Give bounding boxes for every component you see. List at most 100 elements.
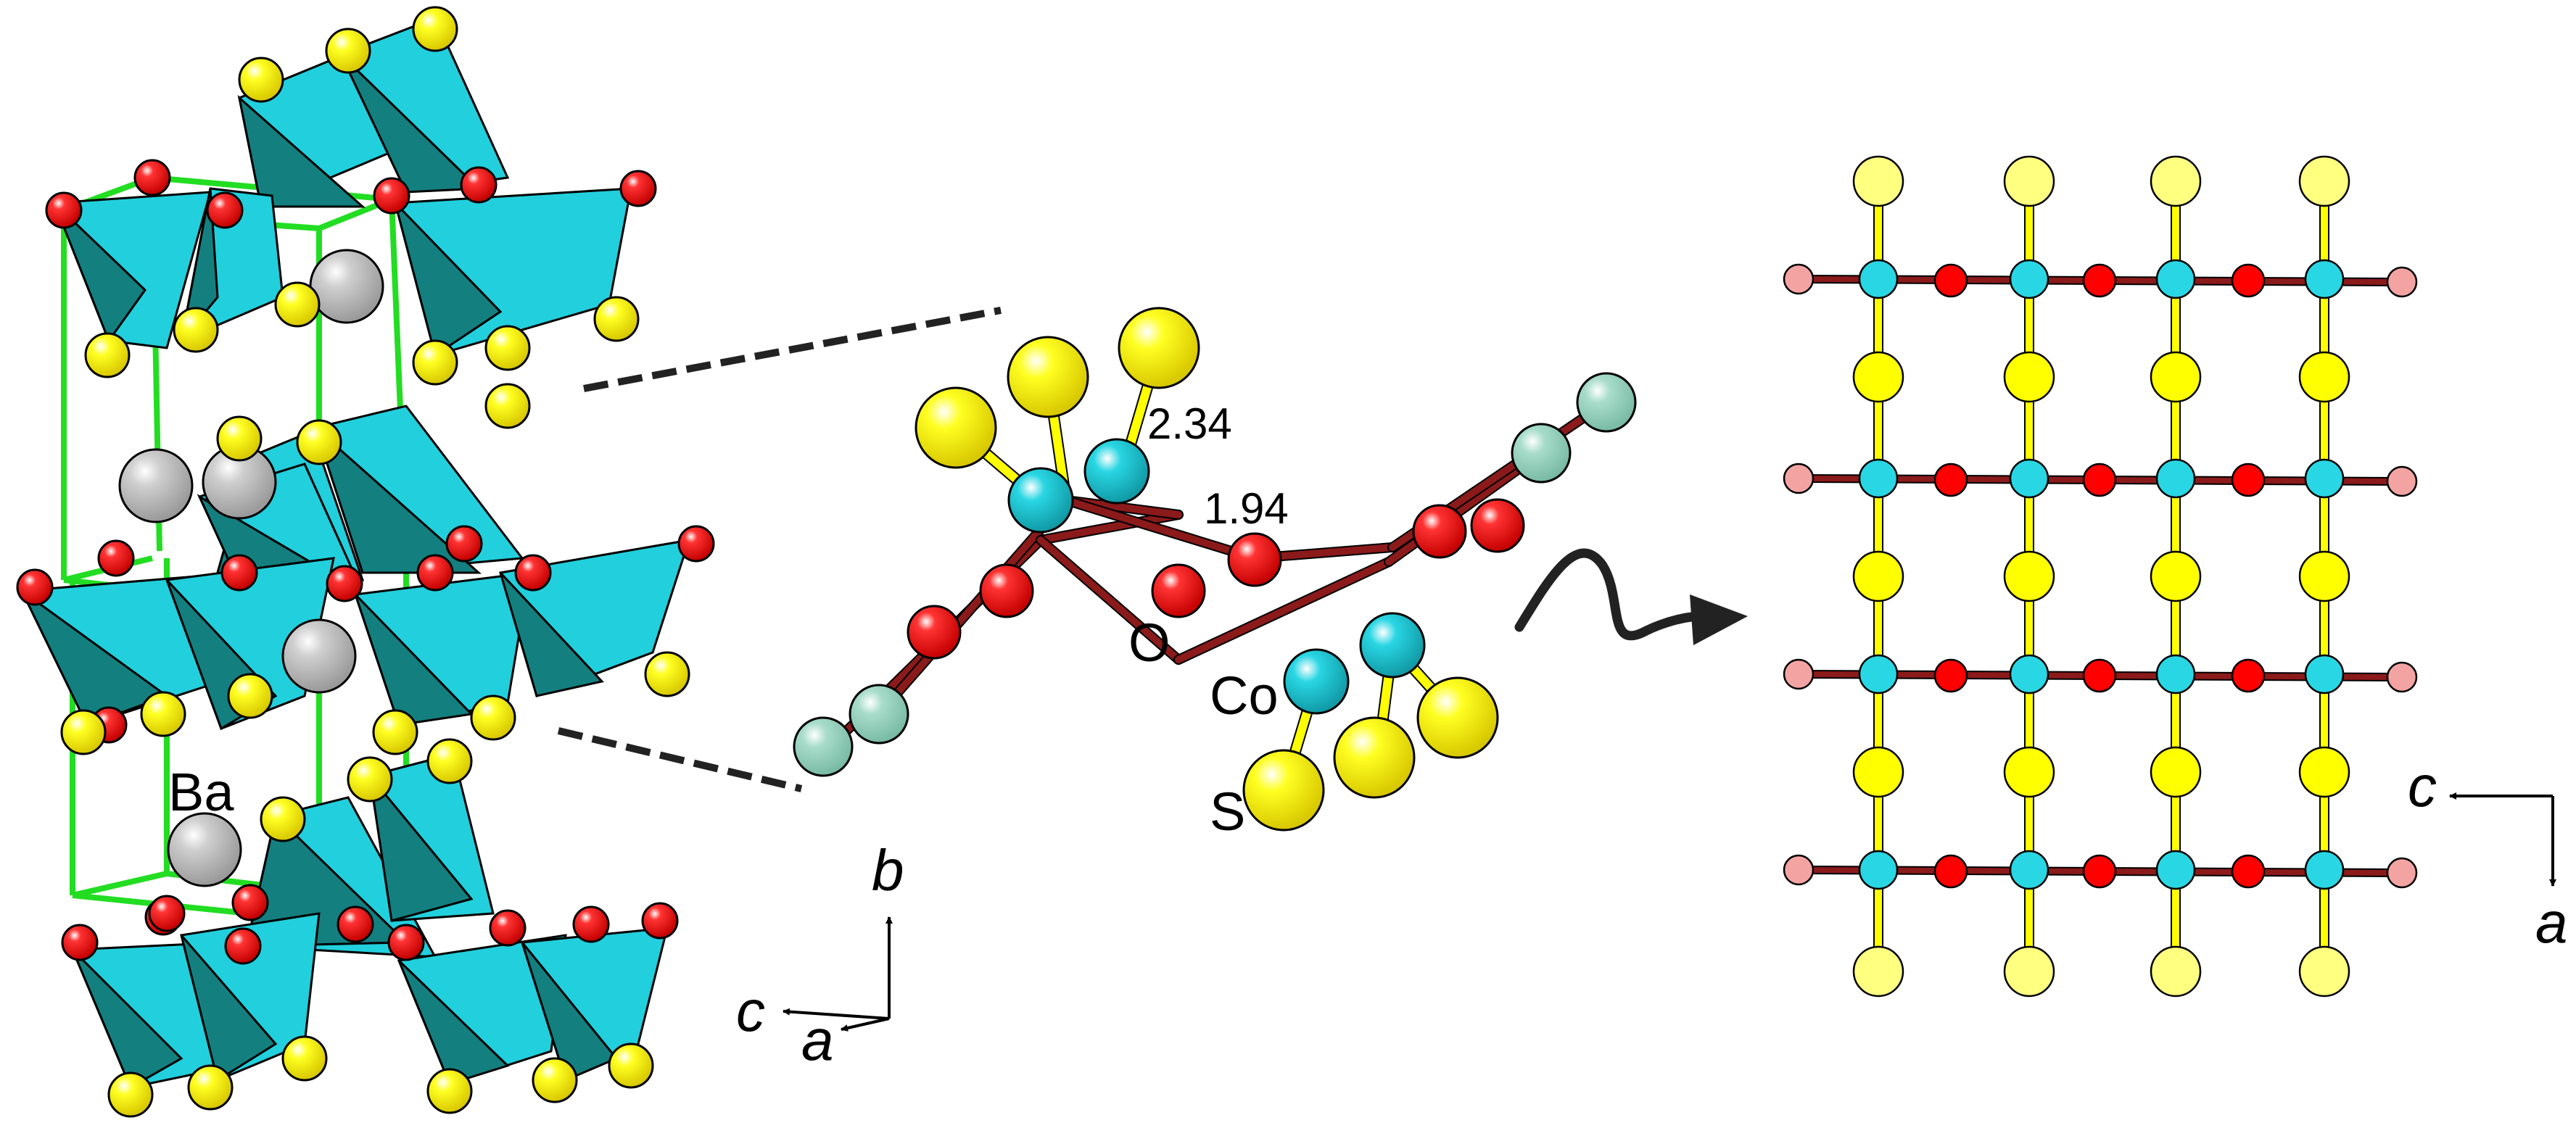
curved-arrow-shaft [1514,548,1702,641]
faded-oxygen-atom [793,716,854,777]
faded-oxygen-atom [1783,854,1815,886]
zoom-guide-bottom [557,727,803,792]
oxygen-atom [1933,463,1968,497]
oxygen-atom [231,884,269,921]
cobalt-label: Co [1210,666,1279,726]
sulfur-atom [187,1064,234,1111]
barium-atom [167,812,242,887]
curved-arrow-head [1690,594,1748,645]
cobalt-atom [1283,648,1350,715]
cobalt-atom [2304,654,2345,695]
oxygen-atom [1470,498,1525,553]
sulfur-atom [347,756,393,803]
sulfur-atom [1333,716,1416,799]
a-axis-label: a [801,1008,834,1072]
sulfur-atom [274,281,321,328]
oxygen-atom [148,895,186,932]
cobalt-atom [2304,850,2345,890]
sulfur-atom [281,1035,328,1082]
oxygen-atom [979,563,1034,618]
cobalt-atom [2009,654,2049,695]
chain-bond [875,497,1070,718]
axis-triad-right: c a [2408,754,2568,955]
sulfur-atom [60,709,107,755]
cobalt-atom [2155,458,2196,499]
oxygen-atom [2082,463,2117,497]
faded-sulfur-atom [1852,155,1904,207]
tetrahedron-shaded-face [180,934,278,1082]
tetrahedron-shaded-face [53,202,146,344]
cobalt-atom [2009,458,2049,499]
sulfur-atom [2150,746,2202,798]
sulfur-atom [608,1042,654,1089]
sulfur-atom [372,709,418,755]
sulfur-atom [915,386,997,469]
sulfur-atom [296,419,342,465]
polyhedral-structure-panel: Ba [16,6,715,1118]
oxygen-atom [619,170,657,207]
cobalt-atom [1007,467,1074,534]
tetrahedron-shaded-face [354,593,474,726]
oxygen-atom [2082,658,2117,693]
polyhedra-vertex-atoms [16,6,715,1118]
oxygen-atom [489,909,527,947]
sulfur-atom [484,325,531,371]
cobalt-atom [1359,612,1426,679]
sulfur-atom [1852,550,1904,602]
b-axis-label: b [872,838,904,903]
faded-sulfur-atom [2298,155,2350,207]
tetrahedron-shaded-face [20,589,170,726]
sulfur-atom [426,1068,473,1114]
oxygen-atom [1151,563,1206,618]
sulfur-atom [107,1071,154,1118]
sulfur-atom [532,1057,578,1103]
zoom-guide-lines [557,307,1002,792]
oxygen-atom [907,605,962,660]
sulfur-atom [2003,351,2055,403]
sulfur-atom [216,415,263,462]
unit-cell-edge [72,871,168,898]
oxygen-atom [572,905,610,943]
barium-atom [118,448,194,523]
oxygen-atom [1933,658,1968,693]
barium-label: Ba [168,762,234,822]
sulfur-atom [1852,351,1904,403]
curved-transition-arrow [1514,548,1748,645]
chain-bond [1062,497,1258,562]
sulfur-atom [238,57,284,103]
net-atoms [1783,155,2418,998]
sulfur-atom [173,307,219,353]
cobalt-atom [2304,458,2345,499]
oxygen-atom [387,924,425,961]
sulfur-atom [484,383,531,429]
a-axis-arrow [841,1017,890,1032]
oxygen-atom [16,568,54,606]
faded-oxygen-atom [1783,263,1815,295]
sulfur-atom [470,695,516,741]
cobalt-atom [1858,654,1899,695]
faded-sulfur-atom [2003,945,2055,998]
co-s-bond-length: 2.34 [1147,399,1232,448]
sulfur-atom [2298,746,2350,798]
oxygen-atom [445,525,483,563]
oxygen-atom [326,565,363,602]
sulfur-atom [2150,550,2202,602]
tetrahedron-shaded-face [368,771,474,922]
sulfur-atom [140,691,186,737]
faded-oxygen-atom [2386,661,2418,693]
c-axis-arrow [783,1008,890,1020]
zoom-guide-top [583,307,1002,392]
faded-oxygen-atom [849,684,909,745]
cobalt-atom [2155,259,2196,299]
tetrahedron-shaded-face [237,94,366,208]
oxygen-atom [97,539,135,577]
tetrahedron-shaded-face [397,959,510,1085]
oxygen-label: O [1128,613,1171,673]
oxygen-atom [373,177,410,215]
faded-sulfur-atom [2150,945,2202,998]
oxygen-atom [2082,854,2117,889]
faded-sulfur-atom [1852,945,1904,998]
sulfur-atom [644,651,690,697]
sulfur-atom [426,738,473,784]
